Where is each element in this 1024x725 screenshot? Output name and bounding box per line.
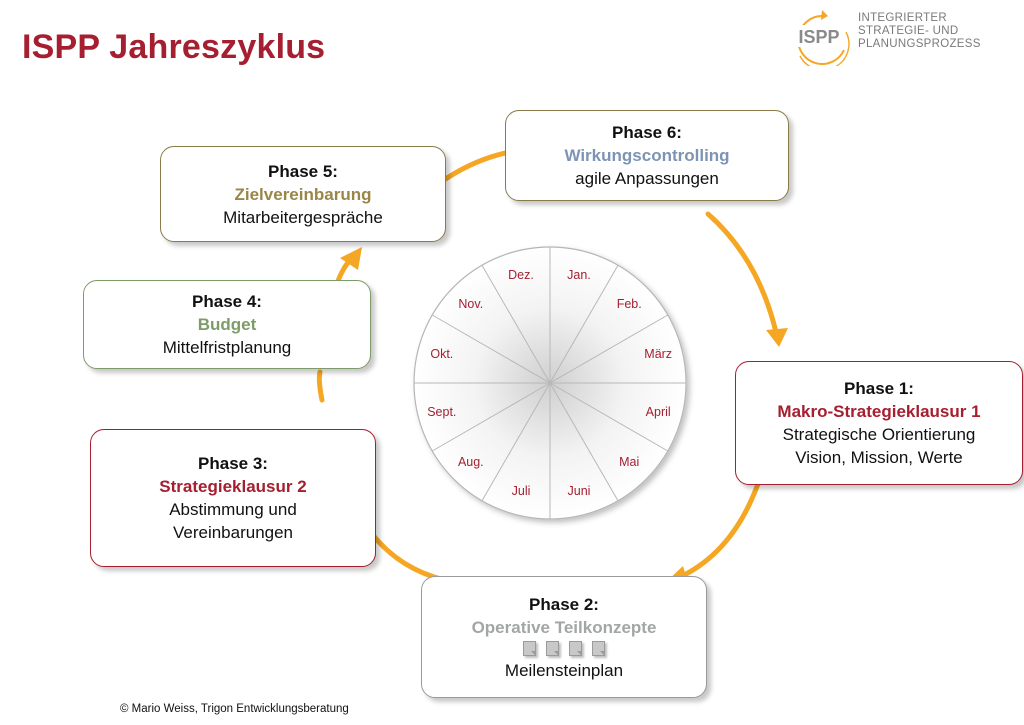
- document-icon: [523, 640, 536, 656]
- phase-5-number: Phase 5:: [268, 161, 338, 181]
- month-label: Sept.: [427, 405, 456, 419]
- logo-line: STRATEGIE- UND: [858, 25, 959, 37]
- arrow-p3-to-p4: [316, 369, 325, 403]
- phase-1-name: Makro-Strategieklausur 1: [777, 402, 981, 421]
- month-label: Aug.: [458, 455, 484, 469]
- month-label: Feb.: [617, 297, 642, 311]
- ispp-logo: ISPP: [796, 10, 850, 66]
- arrowhead-p1: [766, 328, 788, 347]
- phase-1-box: Phase 1: Makro-Strategieklausur 1 Strate…: [735, 361, 1023, 485]
- phase-5-desc: Mitarbeitergespräche: [223, 207, 383, 227]
- logo-line: PLANUNGSPROZESS: [858, 38, 981, 50]
- month-label: Dez.: [508, 268, 534, 282]
- arrow-p1-to-p2: [675, 475, 763, 581]
- phase-4-name: Budget: [197, 315, 257, 334]
- logo-text: INTEGRIERTER STRATEGIE- UND PLANUNGSPROZ…: [858, 12, 981, 51]
- month-label: Mai: [619, 455, 639, 469]
- month-label: Jan.: [567, 268, 591, 282]
- month-label: April: [646, 405, 671, 419]
- phase-1-desc-2: Vision, Mission, Werte: [795, 448, 963, 467]
- copyright-footer: © Mario Weiss, Trigon Entwicklungsberatu…: [120, 703, 349, 715]
- month-label: Juni: [568, 484, 591, 498]
- document-icon: [592, 640, 605, 656]
- phase-3-name: Strategieklausur 2: [159, 477, 307, 496]
- phase-3-desc-2: Vereinbarungen: [172, 523, 294, 542]
- phase-2-name: Operative Teilkonzepte: [471, 617, 657, 637]
- phase-6-number: Phase 6:: [612, 123, 682, 142]
- phase-4-number: Phase 4:: [192, 292, 262, 311]
- phase-1-desc-1: Strategische Orientierung: [782, 425, 976, 444]
- logo-line: INTEGRIERTER: [858, 12, 948, 24]
- dial-divider: [481, 382, 551, 502]
- month-label: Okt.: [430, 347, 453, 361]
- arrowhead-p5: [340, 247, 362, 270]
- phase-3-number: Phase 3:: [198, 454, 268, 473]
- phase-3-box: Phase 3: Strategieklausur 2 Abstimmung u…: [90, 429, 376, 567]
- dial-divider: [549, 382, 619, 502]
- phase-4-desc: Mittelfristplanung: [162, 338, 292, 357]
- logo-badge: ISPP: [798, 27, 839, 47]
- dial-divider: [431, 382, 551, 452]
- dial-divider: [549, 382, 669, 452]
- phase-5-box: Phase 5: Zielvereinbarung Mitarbeiterges…: [160, 146, 446, 242]
- phase-2-box: Phase 2: Operative Teilkonzepte Meilenst…: [421, 576, 707, 698]
- dial-divider: [549, 264, 619, 384]
- document-icon: [569, 640, 582, 656]
- phase-5-name: Zielvereinbarung: [234, 184, 372, 204]
- arrow-p6-to-p1: [705, 211, 779, 335]
- dial-divider: [431, 314, 551, 384]
- page-title: ISPP Jahreszyklus: [22, 28, 326, 66]
- logo-arc-icon-2: [799, 31, 850, 66]
- month-label: März: [644, 347, 672, 361]
- month-label: Juli: [512, 484, 531, 498]
- logo-arc-icon: [797, 15, 845, 65]
- phase-3-desc-1: Abstimmung und: [169, 500, 297, 519]
- phase-6-desc: agile Anpassungen: [575, 169, 719, 188]
- dial-divider: [549, 314, 669, 384]
- phase-4-box: Phase 4: Budget Mittelfristplanung: [83, 280, 371, 369]
- phase-2-number: Phase 2:: [529, 594, 599, 614]
- month-label: Nov.: [458, 297, 483, 311]
- document-icons: [422, 640, 706, 656]
- document-icon: [546, 640, 559, 656]
- phase-1-number: Phase 1:: [844, 379, 914, 398]
- phase-6-box: Phase 6: Wirkungscontrolling agile Anpas…: [505, 110, 789, 201]
- phase-6-name: Wirkungscontrolling: [564, 146, 730, 165]
- phase-2-desc: Meilensteinplan: [504, 660, 624, 680]
- dial-divider: [481, 264, 551, 384]
